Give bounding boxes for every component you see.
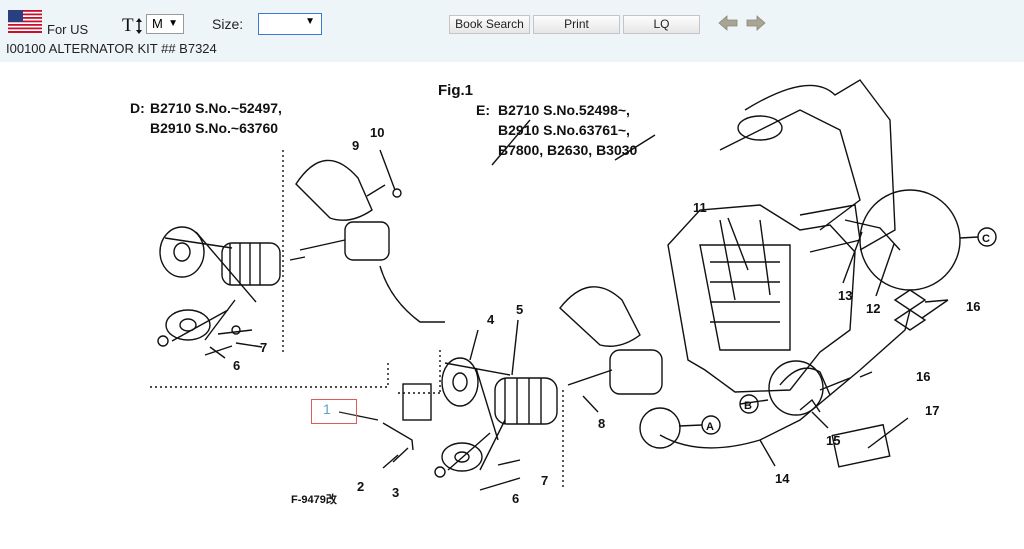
region-label[interactable]: For US: [47, 22, 89, 37]
callout-13[interactable]: 13: [838, 288, 852, 303]
toolbar: For US T M ▼ Size: ▼ Book Search Print L…: [0, 0, 1024, 62]
parts-diagram: Fig.1 D: B2710 S.No.~52497, B2910 S.No.~…: [130, 79, 997, 506]
inset-d-frame-bottom: [150, 360, 389, 388]
print-button[interactable]: Print: [533, 15, 620, 34]
callout-5[interactable]: 5: [516, 302, 523, 317]
callout-11[interactable]: 11: [693, 200, 707, 215]
note-d-line2: B2910 S.No.~63760: [150, 120, 278, 136]
chevron-down-icon: ▼: [168, 18, 178, 29]
callout-12[interactable]: 12: [866, 301, 880, 316]
note-e-line1: B2710 S.No.52498~,: [498, 102, 630, 118]
callout-7-inset[interactable]: 7: [260, 340, 267, 355]
font-size-value: M: [152, 16, 163, 31]
font-size-icon: T: [122, 15, 142, 36]
note-d-prefix: D:: [130, 100, 145, 116]
us-flag-icon[interactable]: [8, 10, 42, 33]
callout-4[interactable]: 4: [487, 312, 495, 327]
detail-label-a: A: [706, 421, 714, 433]
svg-text:T: T: [122, 15, 134, 36]
font-size-select[interactable]: M ▼: [146, 14, 184, 34]
chevron-down-icon: ▼: [305, 16, 315, 27]
callout-16-top[interactable]: 16: [966, 299, 980, 314]
callout-10[interactable]: 10: [370, 125, 384, 140]
lq-button[interactable]: LQ: [623, 15, 700, 34]
callout-9[interactable]: 9: [352, 138, 359, 153]
callout-16[interactable]: 16: [916, 369, 930, 384]
detail-circle-b: [768, 360, 824, 416]
detail-circle-a: [639, 407, 681, 449]
book-search-button[interactable]: Book Search: [449, 15, 530, 34]
callout-6[interactable]: 6: [512, 491, 519, 506]
callout-8[interactable]: 8: [598, 416, 605, 431]
note-e-line3: B7800, B2630, B3030: [498, 142, 638, 158]
detail-label-b: B: [744, 400, 752, 412]
callout-1[interactable]: 1: [323, 401, 331, 417]
callout-7[interactable]: 7: [541, 473, 548, 488]
note-d-line1: B2710 S.No.~52497,: [150, 100, 282, 116]
callout-15[interactable]: 15: [826, 433, 840, 448]
callout-3[interactable]: 3: [392, 485, 399, 500]
center-alternator-drawing: [382, 286, 663, 491]
callout-6-inset[interactable]: 6: [233, 358, 240, 373]
figure-label: Fig.1: [438, 82, 473, 99]
callout-2[interactable]: 2: [357, 479, 364, 494]
callout-17[interactable]: 17: [925, 403, 939, 418]
detail-circle-c: [859, 189, 961, 291]
size-select[interactable]: ▼: [258, 13, 322, 35]
document-title: I00100 ALTERNATOR KIT ## B7324: [6, 41, 217, 56]
size-label: Size:: [212, 16, 244, 32]
detail-label-c: C: [982, 233, 990, 245]
arrow-right-icon[interactable]: [746, 14, 766, 32]
inset-d-alternator-drawing: [157, 159, 445, 356]
callout-14[interactable]: 14: [775, 471, 790, 486]
figure-code: F-9479改: [291, 492, 338, 506]
note-e-prefix: E:: [476, 102, 490, 118]
callout-1-highlight[interactable]: 1: [311, 399, 357, 424]
arrow-left-icon[interactable]: [718, 14, 738, 32]
wiring-harness-drawing: [659, 219, 927, 468]
note-e-line2: B2910 S.No.63761~,: [498, 122, 630, 138]
